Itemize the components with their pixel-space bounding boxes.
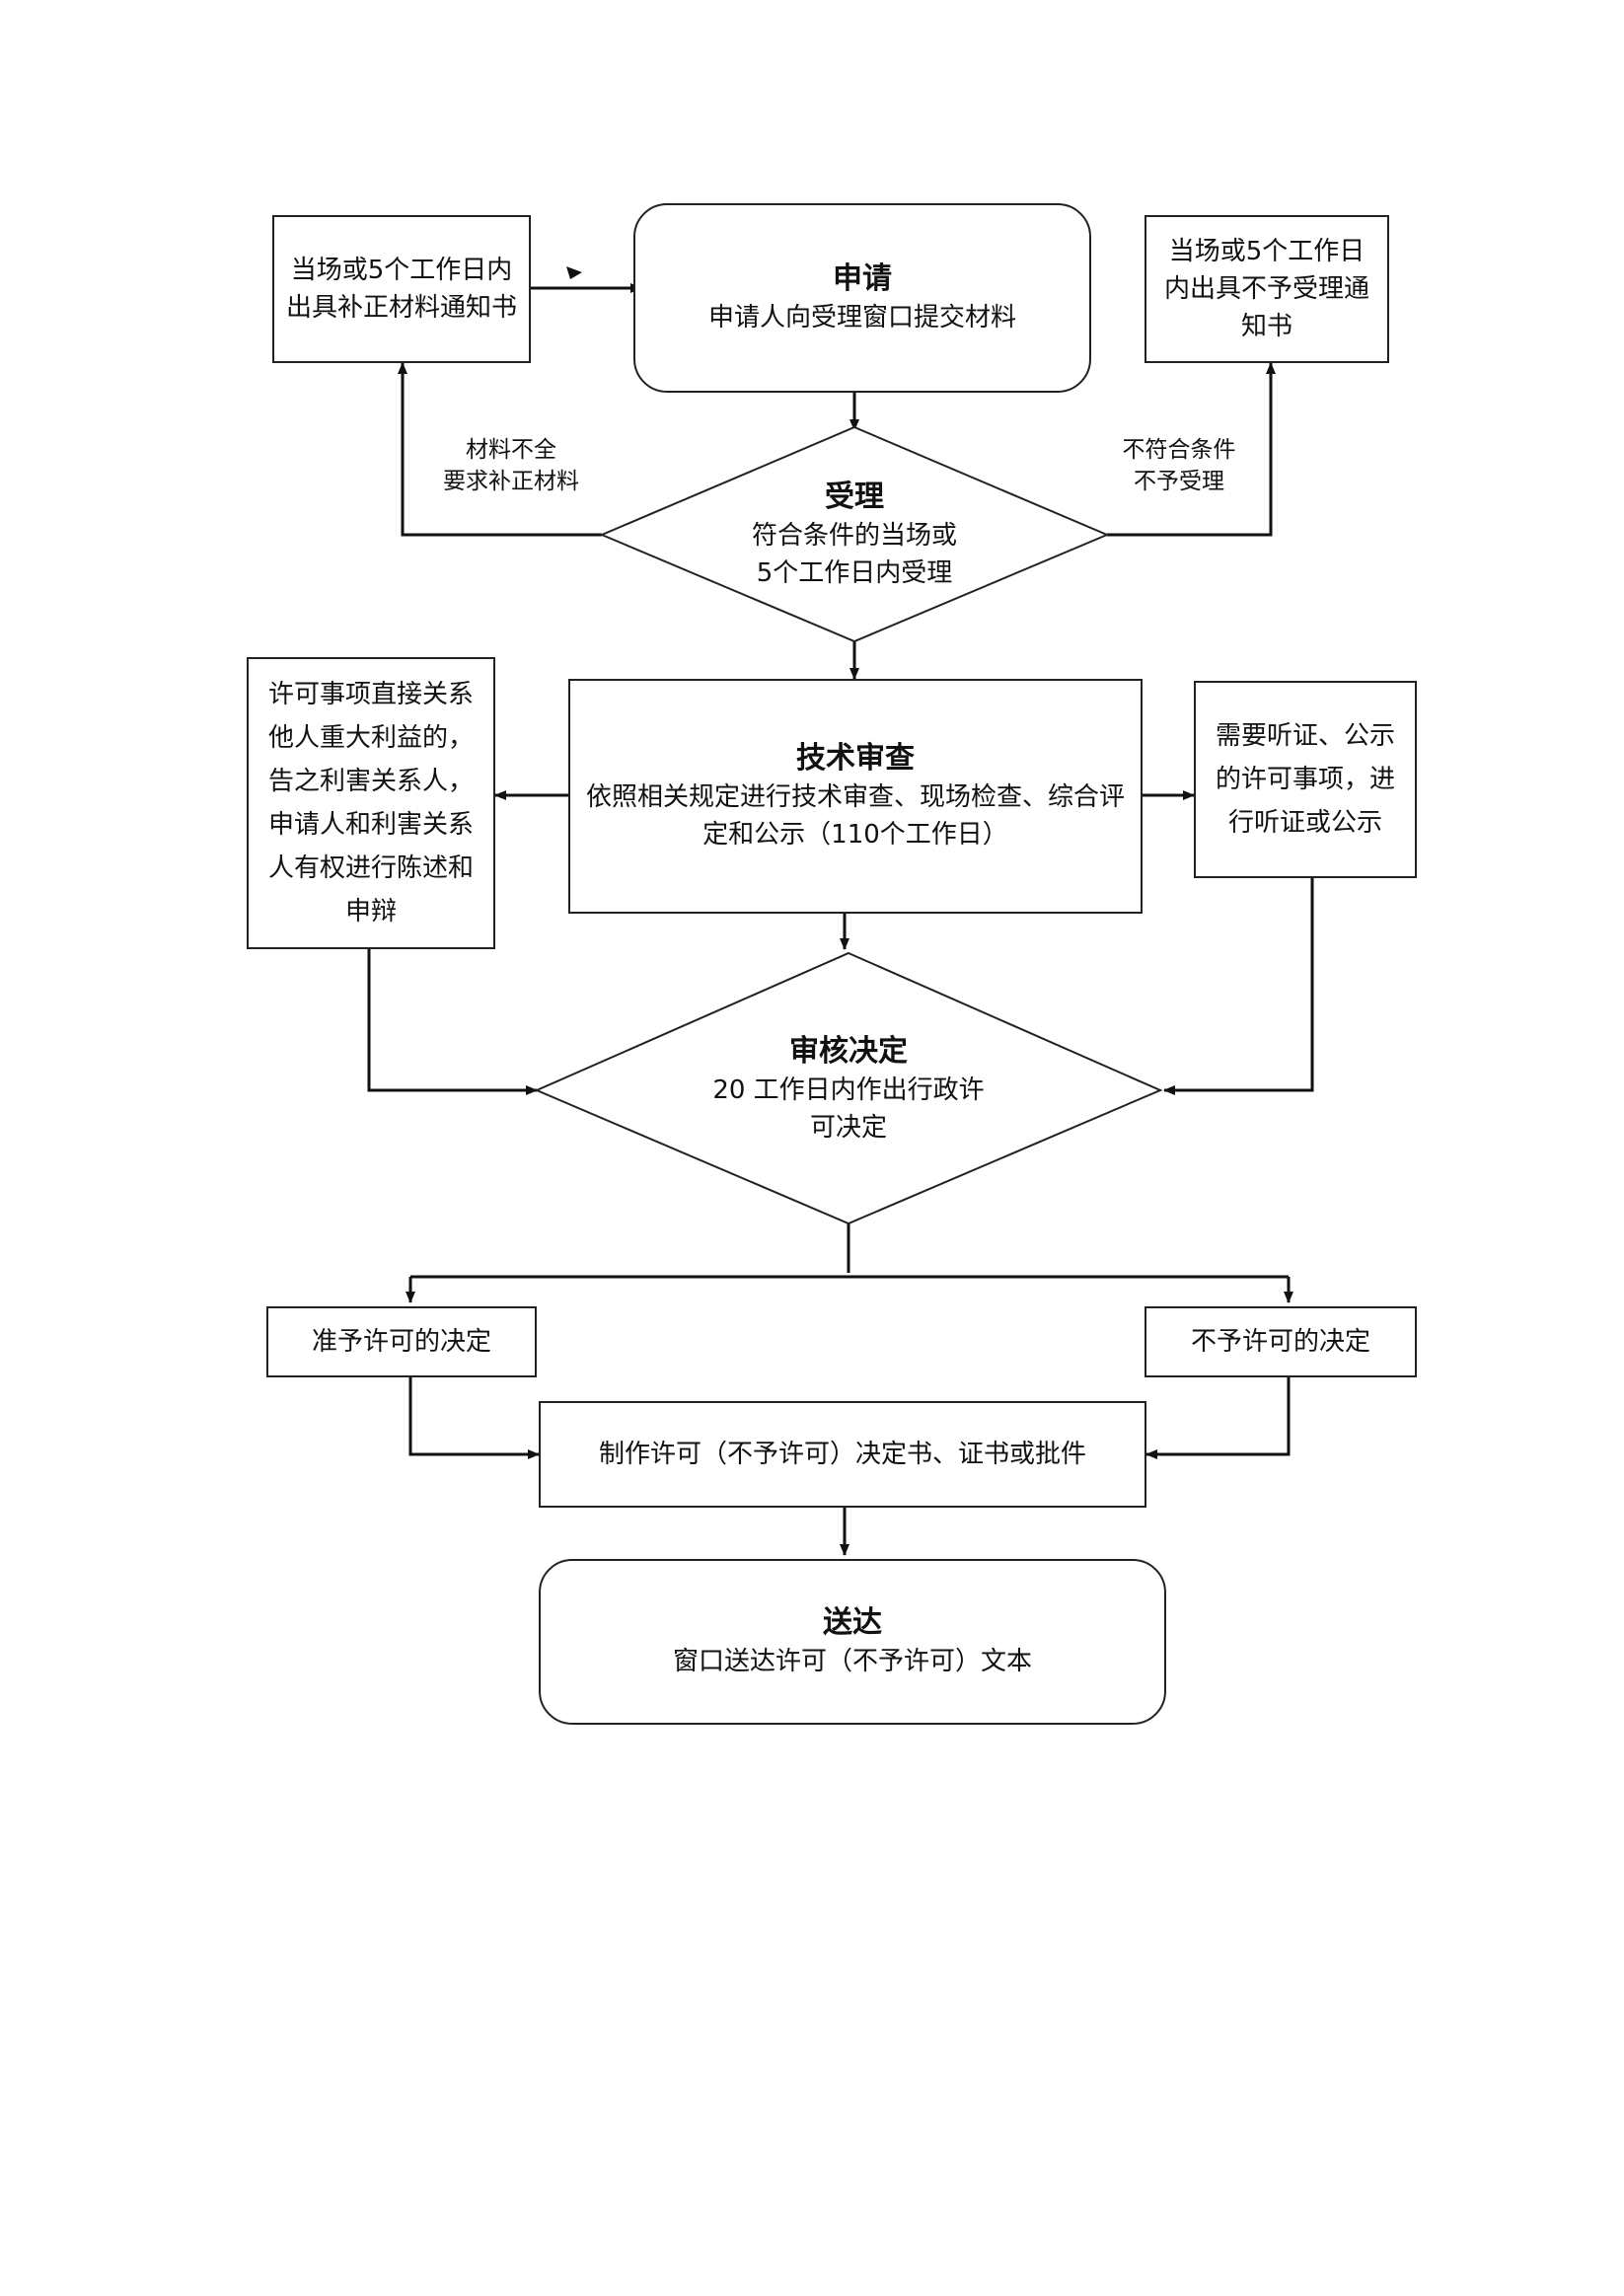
grant-box: 准予许可的决定 bbox=[266, 1306, 537, 1377]
tech-review-box: 技术审查 依照相关规定进行技术审查、现场检查、综合评定和公示（110个工作日） bbox=[568, 679, 1143, 914]
hearing-text: 需要听证、公示的许可事项，进行听证或公示 bbox=[1215, 721, 1395, 838]
unqualified-label-line1: 不符合条件 bbox=[1122, 437, 1236, 463]
arrow-grant-to-doc bbox=[408, 1377, 540, 1459]
apply-node: 申请 申请人向受理窗口提交材料 bbox=[633, 203, 1091, 393]
acceptance-diamond bbox=[599, 425, 1110, 643]
triangle-mark bbox=[566, 266, 582, 279]
deny-box: 不予许可的决定 bbox=[1144, 1306, 1417, 1377]
deliver-text: 窗口送达许可（不予许可）文本 bbox=[672, 1647, 1032, 1676]
acceptance-line2: 5个工作日内受理 bbox=[756, 558, 953, 588]
make-doc-text: 制作许可（不予许可）决定书、证书或批件 bbox=[598, 1440, 1086, 1469]
acceptance-text-block: 受理 符合条件的当场或 5个工作日内受理 bbox=[681, 474, 1028, 596]
apply-title: 申请 bbox=[833, 261, 892, 296]
incomplete-label: 材料不全 要求补正材料 bbox=[422, 434, 600, 497]
unqualified-label: 不符合条件 不予受理 bbox=[1095, 434, 1263, 497]
correction-notice-text: 当场或5个工作日内出具补正材料通知书 bbox=[285, 256, 517, 323]
arrow-unqualified-to-reject bbox=[1107, 362, 1276, 537]
decision-diamond bbox=[534, 951, 1163, 1225]
stakeholder-box: 许可事项直接关系他人重大利益的，告之利害关系人，申请人和利害关系人有权进行陈述和… bbox=[247, 657, 495, 949]
decision-text-block: 审核决定 20 工作日内作出行政许 可决定 bbox=[651, 1022, 1046, 1156]
hearing-box: 需要听证、公示的许可事项，进行听证或公示 bbox=[1194, 681, 1417, 878]
deliver-node: 送达 窗口送达许可（不予许可）文本 bbox=[539, 1559, 1166, 1725]
apply-text: 申请人向受理窗口提交材料 bbox=[707, 303, 1016, 333]
correction-notice-box: 当场或5个工作日内出具补正材料通知书 bbox=[272, 215, 531, 363]
deliver-title: 送达 bbox=[823, 1605, 882, 1640]
deny-text: 不予许可的决定 bbox=[1190, 1327, 1370, 1357]
arrow-stakeholder-to-decision bbox=[367, 949, 538, 1095]
decision-line1: 20 工作日内作出行政许 bbox=[712, 1075, 985, 1105]
reject-notice-box: 当场或5个工作日内出具不予受理通知书 bbox=[1144, 215, 1389, 363]
tech-review-title: 技术审查 bbox=[796, 741, 915, 776]
decision-title: 审核决定 bbox=[789, 1034, 908, 1069]
incomplete-label-line1: 材料不全 bbox=[466, 437, 556, 463]
acceptance-line1: 符合条件的当场或 bbox=[751, 521, 957, 551]
arrow-hearing-to-decision bbox=[1163, 878, 1314, 1095]
acceptance-title: 受理 bbox=[825, 480, 884, 514]
grant-text: 准予许可的决定 bbox=[311, 1327, 491, 1357]
stakeholder-text: 许可事项直接关系他人重大利益的，告之利害关系人，申请人和利害关系人有权进行陈述和… bbox=[267, 680, 474, 926]
arrow-incomplete-to-correction bbox=[398, 362, 602, 537]
incomplete-label-line2: 要求补正材料 bbox=[443, 469, 579, 494]
make-doc-box: 制作许可（不予许可）决定书、证书或批件 bbox=[539, 1401, 1146, 1508]
tech-review-text: 依照相关规定进行技术审查、现场检查、综合评定和公示（110个工作日） bbox=[585, 782, 1125, 850]
decision-line2: 可决定 bbox=[809, 1113, 887, 1143]
arrow-deny-to-doc bbox=[1145, 1377, 1291, 1459]
reject-notice-text: 当场或5个工作日内出具不予受理通知书 bbox=[1163, 237, 1369, 341]
unqualified-label-line2: 不予受理 bbox=[1134, 469, 1224, 494]
